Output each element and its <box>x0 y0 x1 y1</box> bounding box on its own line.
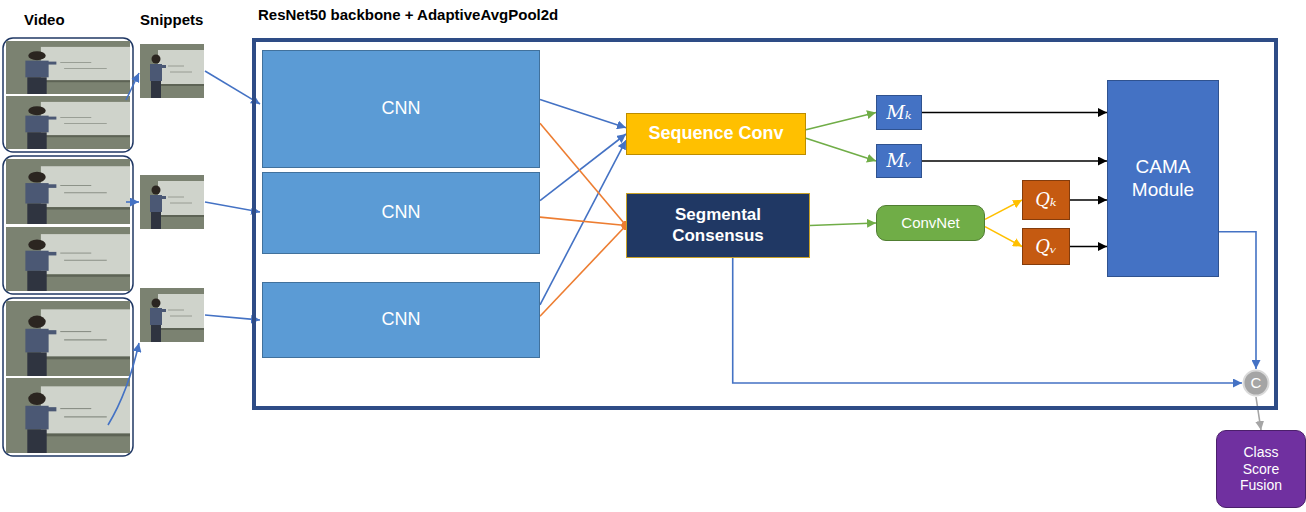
video-group <box>3 38 133 152</box>
query-key-box: Qₖ <box>1022 180 1070 220</box>
snippet-frame <box>140 44 204 98</box>
consensus-box: Segmental Consensus <box>626 193 810 258</box>
circle-shape <box>1244 371 1269 396</box>
node-label: Sequence Conv <box>648 123 783 145</box>
video-group <box>3 156 133 294</box>
node-label: CAMA Module <box>1112 156 1214 202</box>
convnet-box: ConvNet <box>876 205 985 241</box>
cnn-box: CNN <box>262 172 540 254</box>
node-label: Mᵥ <box>886 150 911 172</box>
sample-arrow <box>108 343 139 425</box>
flow-arrow <box>985 200 1022 219</box>
node-label: CNN <box>382 98 421 120</box>
node-label: ConvNet <box>901 214 959 232</box>
flow-arrow <box>806 113 876 130</box>
cnn-box: CNN <box>262 50 540 168</box>
flow-arrow <box>540 123 626 225</box>
sequence-conv-box: Sequence Conv <box>626 113 806 155</box>
node-label: Segmental Consensus <box>631 205 805 246</box>
sample-arrow <box>126 73 139 100</box>
backbone-frame: ResNet50 backbone + AdaptiveAvgPool2dCNN… <box>252 38 1278 410</box>
video-frame <box>6 159 130 224</box>
video-frame <box>6 301 130 376</box>
cama-module-box: CAMA Module <box>1107 80 1219 277</box>
flow-arrow <box>1256 397 1261 430</box>
frame-heading: ResNet50 backbone + AdaptiveAvgPool2d <box>258 6 558 24</box>
flow-arrow <box>540 226 626 317</box>
concat-circle: C <box>1242 369 1270 397</box>
video-frame <box>6 41 130 94</box>
sample-arrow <box>126 201 139 203</box>
video-frame <box>6 378 130 453</box>
flow-arrow <box>540 140 626 304</box>
cnn-box: CNN <box>262 282 540 358</box>
flow-arrow <box>540 100 626 128</box>
flow-arrow <box>540 217 626 225</box>
flow-arrow <box>985 227 1022 247</box>
snippet-frame <box>140 175 204 229</box>
flow-arrow <box>922 160 1107 162</box>
node-label: Qₖ <box>1035 189 1056 211</box>
flow-arrow <box>806 138 876 161</box>
flow-arrow <box>1070 246 1107 248</box>
flow-arrow <box>1070 199 1107 201</box>
video-frame <box>6 96 130 149</box>
video-frame <box>6 227 130 291</box>
flow-arrow <box>540 134 626 201</box>
flow-arrow <box>810 223 876 226</box>
memory-value-box: Mᵥ <box>876 144 922 178</box>
memory-key-box: Mₖ <box>876 95 922 130</box>
node-label: CNN <box>382 202 421 224</box>
snippet-frame <box>140 288 204 342</box>
column-label: Video <box>24 11 65 28</box>
node-label: Class Score Fusion <box>1227 444 1295 494</box>
flow-arrow <box>1219 232 1256 369</box>
node-label: C <box>1251 374 1262 392</box>
query-value-box: Qᵥ <box>1022 228 1070 265</box>
fusion-box: Class Score Fusion <box>1216 430 1306 508</box>
node-label: CNN <box>382 309 421 331</box>
node-label: Qᵥ <box>1035 236 1056 258</box>
column-label: Snippets <box>140 11 203 28</box>
video-group <box>3 298 133 456</box>
flow-arrow <box>922 112 1107 114</box>
node-label: Mₖ <box>887 102 912 124</box>
